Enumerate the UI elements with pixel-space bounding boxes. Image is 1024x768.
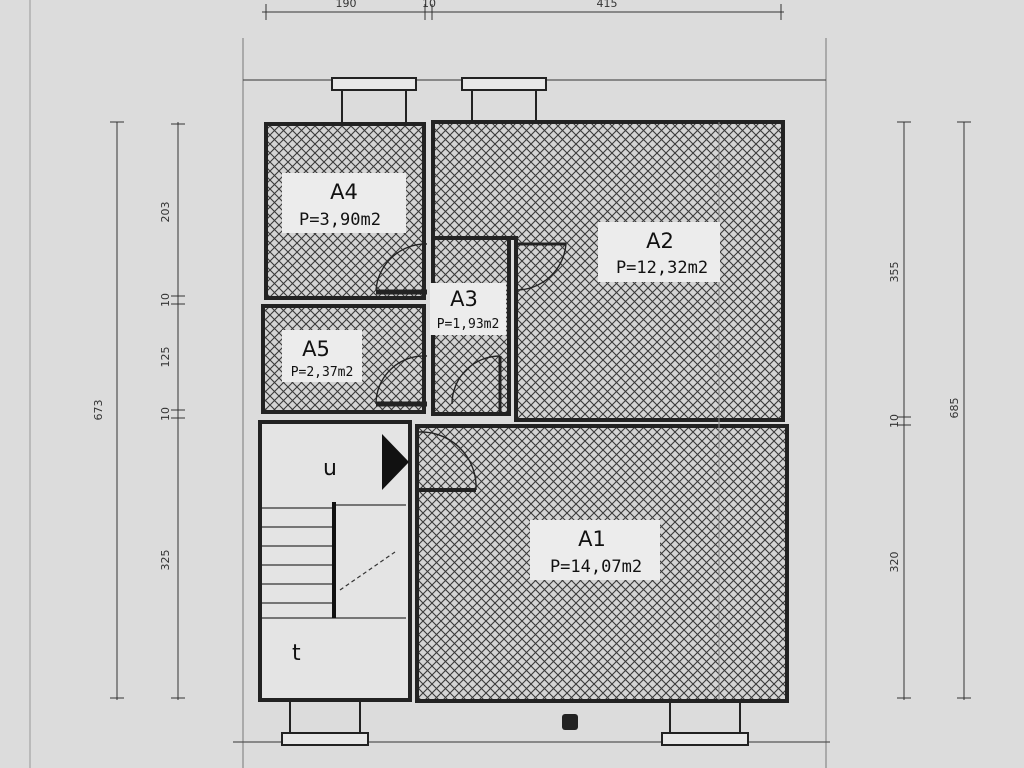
room-a2-label: A2 P=12,32m2 <box>598 222 720 282</box>
room-a4-name: A4 <box>330 180 358 204</box>
dimension-left-outer <box>110 121 124 700</box>
room-a2-name: A2 <box>646 229 674 253</box>
dim-right-outer: 685 <box>948 398 961 419</box>
room-a2-area: P=12,32m2 <box>616 258 708 278</box>
door-a4 <box>375 243 428 291</box>
dim-top-3: 415 <box>597 0 618 10</box>
room-a5-area: P=2,37m2 <box>291 365 354 380</box>
dim-top-1: 190 <box>336 0 357 10</box>
door-a5 <box>375 355 428 405</box>
window-bottom-left <box>281 699 369 746</box>
room-a3-name: A3 <box>450 287 478 311</box>
dim-left-3: 125 <box>159 347 172 368</box>
north-marker-icon <box>562 714 578 730</box>
dim-right-1: 355 <box>888 262 901 283</box>
stair-down-label: t <box>292 641 301 666</box>
dimension-left-inner <box>171 122 185 700</box>
dim-left-2: 10 <box>159 293 172 307</box>
room-a5-label: A5 P=2,37m2 <box>282 330 362 382</box>
window-top-left <box>331 77 417 125</box>
door-a2 <box>515 243 567 291</box>
dim-top-2: 10 <box>422 0 436 10</box>
window-top-right <box>461 77 547 125</box>
room-a3-area: P=1,93m2 <box>437 317 500 332</box>
room-a5-name: A5 <box>302 337 330 361</box>
entrance-arrow-icon <box>382 434 409 490</box>
dim-left-4: 10 <box>159 407 172 421</box>
room-a4-area: P=3,90m2 <box>299 210 381 230</box>
window-bottom-right <box>661 699 749 746</box>
room-a1-floor <box>415 424 789 703</box>
dimension-top <box>262 4 784 20</box>
dimension-right-outer <box>957 121 971 700</box>
room-a4-label: A4 P=3,90m2 <box>282 173 406 233</box>
dim-left-1: 203 <box>159 202 172 223</box>
dimension-right-inner <box>897 121 911 700</box>
room-a3-label: A3 P=1,93m2 <box>430 283 506 335</box>
room-a1-label: A1 P=14,07m2 <box>530 520 660 580</box>
dim-right-2: 10 <box>888 414 901 428</box>
dim-left-5: 325 <box>159 550 172 571</box>
dim-right-3: 320 <box>888 552 901 573</box>
stair-up-label: u <box>323 456 337 481</box>
door-a1 <box>417 431 477 491</box>
door-a3-lower <box>451 355 501 405</box>
dim-left-outer: 673 <box>92 400 105 421</box>
room-a1-name: A1 <box>578 527 606 551</box>
room-a1-area: P=14,07m2 <box>550 557 642 577</box>
